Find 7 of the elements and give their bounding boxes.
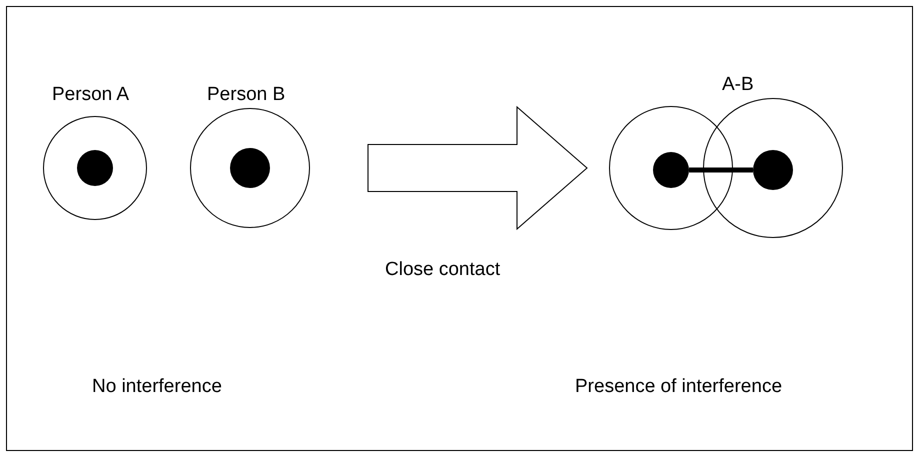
text-label: Close contact <box>385 259 500 281</box>
text-label: Presence of interference <box>575 376 782 398</box>
text-label: No interference <box>92 376 222 398</box>
person-label: Person A <box>52 84 130 106</box>
text-label: A-B <box>722 74 754 96</box>
block-arrow <box>368 106 588 230</box>
person-label: Person B <box>207 84 286 106</box>
